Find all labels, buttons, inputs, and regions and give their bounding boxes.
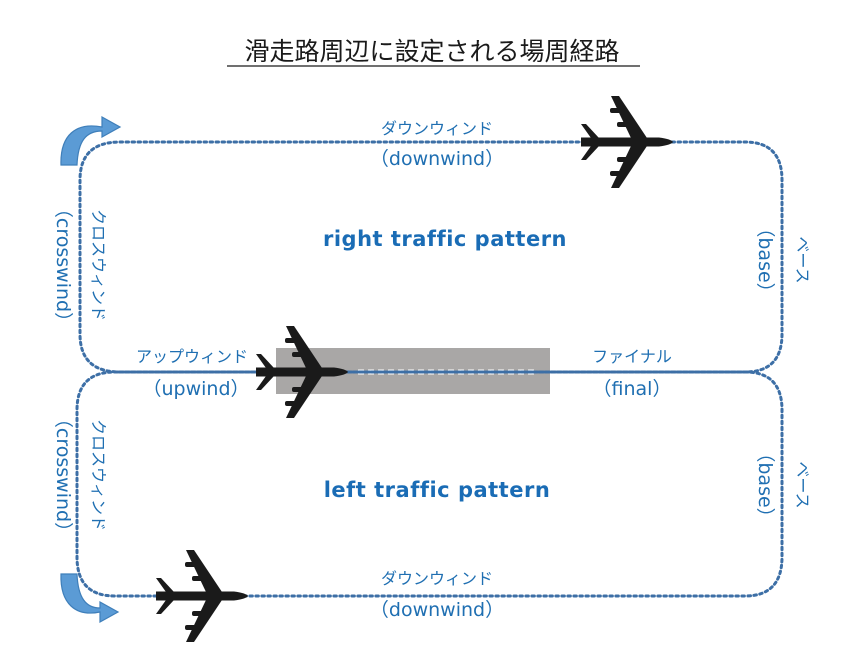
- curved-arrow-icon: [60, 115, 122, 166]
- base-bottom-label-jp: ベース: [793, 461, 812, 508]
- left-traffic-pattern-label: left traffic pattern: [324, 478, 551, 502]
- airplane-icon: [581, 96, 673, 188]
- right-traffic-pattern-path: [78, 140, 784, 374]
- crosswind-bottom-label-jp: クロスウィンド: [89, 419, 108, 531]
- page-title: 滑走路周辺に設定される場周経路: [244, 37, 619, 66]
- downwind-top-label-jp: ダウンウィンド: [381, 119, 493, 138]
- airplane-icon: [256, 326, 348, 418]
- upwind-label-en: （upwind）: [142, 378, 249, 400]
- crosswind-top-label-jp: クロスウィンド: [89, 209, 108, 321]
- downwind-bottom-label-jp: ダウンウィンド: [381, 569, 493, 588]
- curved-arrow-icon: [60, 573, 120, 624]
- downwind-bottom-label-en: （downwind）: [370, 599, 504, 621]
- left-traffic-pattern-path: [75, 370, 784, 598]
- crosswind-bottom-label-en: （crosswind）: [52, 409, 74, 541]
- right-traffic-pattern-label: right traffic pattern: [323, 227, 567, 251]
- final-label-jp: ファイナル: [592, 347, 672, 366]
- base-top-label-jp: ベース: [793, 236, 812, 283]
- final-label-en: （final）: [593, 378, 672, 400]
- base-top-label-en: （base）: [754, 218, 776, 301]
- downwind-top-label-en: （downwind）: [370, 148, 504, 170]
- airplane-icon: [156, 550, 248, 642]
- base-bottom-label-en: （base）: [754, 443, 776, 526]
- crosswind-top-label-en: （crosswind）: [52, 199, 74, 331]
- upwind-label-jp: アップウィンド: [136, 347, 248, 366]
